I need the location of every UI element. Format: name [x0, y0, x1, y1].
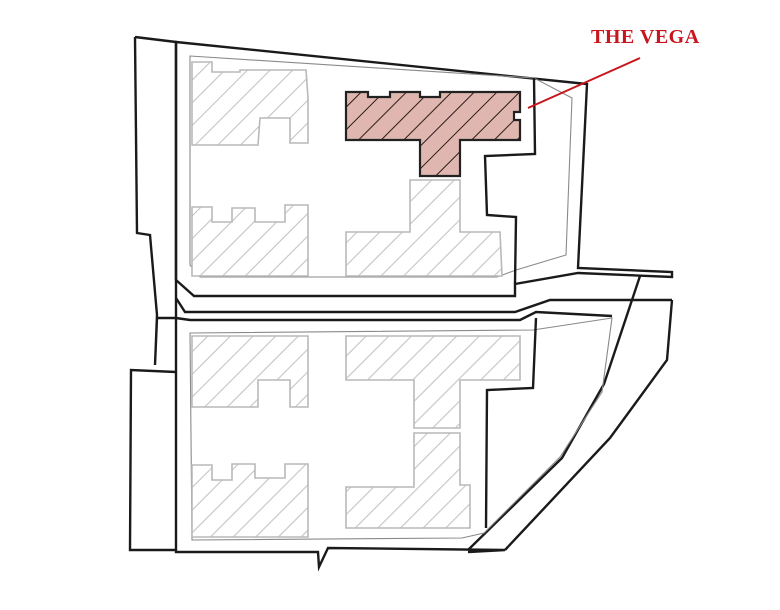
upper-parcel-outline	[174, 40, 674, 298]
building-lower-left-bottom	[191, 463, 309, 538]
other-buildings	[191, 61, 521, 538]
central-road	[174, 275, 674, 551]
lower-left-strip-outline	[128, 368, 177, 552]
lower-parcel-outline	[174, 318, 506, 572]
road-upper-edge	[174, 297, 672, 314]
road-curve-right	[467, 275, 642, 551]
building-upper-left	[191, 61, 309, 146]
callout-leader-line	[527, 57, 641, 109]
lower-right-notch	[484, 317, 538, 529]
road-curve-outer	[504, 299, 674, 551]
building-upper-mid-left	[191, 204, 309, 277]
upper-parcel	[133, 35, 674, 366]
the-vega-label: THE VEGA	[591, 26, 700, 48]
building-lower-right-t	[345, 335, 521, 429]
building-upper-right-l	[345, 179, 503, 277]
upper-right-notch	[483, 77, 537, 285]
lower-internal-road	[189, 317, 613, 541]
the-vega-building[interactable]	[344, 90, 522, 178]
road-lower-edge	[175, 310, 613, 322]
building-lower-right-l	[345, 432, 471, 529]
building-lower-left-top	[191, 335, 309, 408]
upper-left-strip-outline	[133, 35, 178, 366]
lower-parcel	[128, 317, 613, 572]
